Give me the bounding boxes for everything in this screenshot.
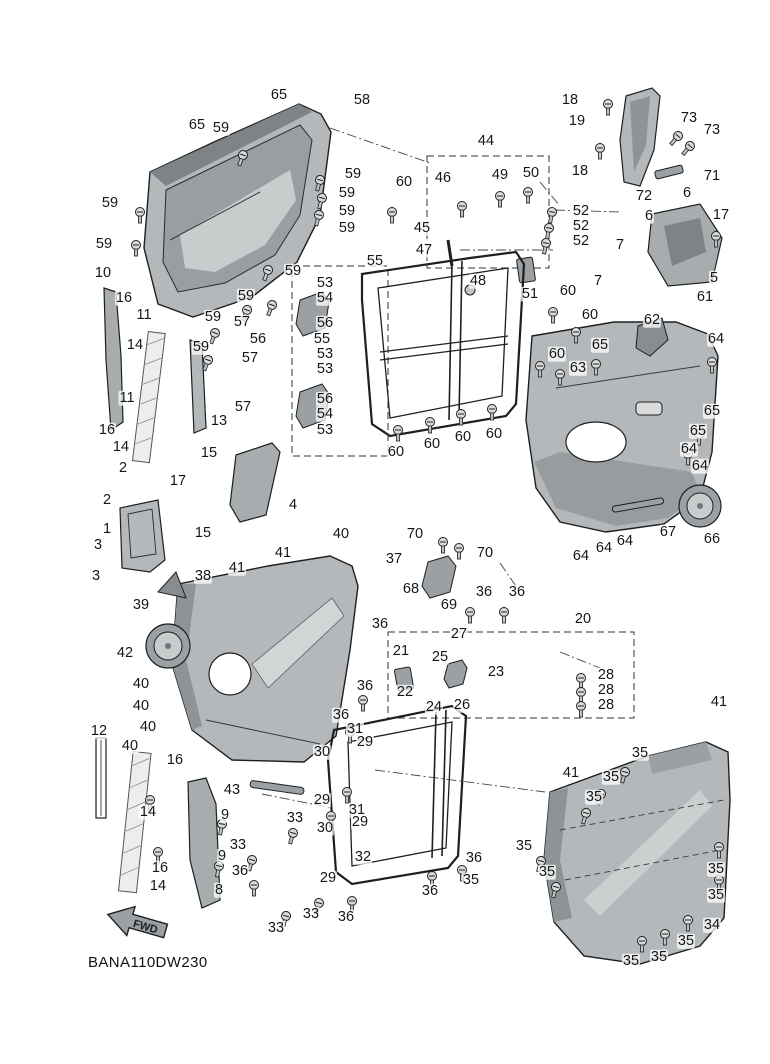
hatched-strip-lower <box>117 750 152 894</box>
panel-lower-right <box>543 741 731 965</box>
speaker-grille-right <box>678 484 722 528</box>
diagram-caption: BANA110DW230 <box>88 954 208 971</box>
trim-bar-43 <box>249 780 305 795</box>
speaker-grille-left <box>145 623 191 669</box>
window-frame-upper <box>360 250 526 438</box>
dashed-box-20 <box>387 631 635 719</box>
dashed-box-53 <box>291 265 389 457</box>
hatched-strip-upper <box>131 330 166 464</box>
fwd-arrow: FWD <box>106 905 169 939</box>
panel-upper-left <box>143 103 332 318</box>
cover-panel-4 <box>229 442 281 523</box>
cover-5 <box>647 203 723 287</box>
trim-strip-12 <box>95 737 107 819</box>
panel-mid-left <box>157 555 359 763</box>
trim-strip-10 <box>103 287 124 432</box>
trim-strip-13 <box>189 339 207 434</box>
trim-strip-8 <box>187 777 221 909</box>
hinge-cluster-68 <box>421 555 457 599</box>
dashed-box-44 <box>426 155 550 296</box>
bracket-1 <box>119 499 166 573</box>
bracket-top-right <box>619 87 684 187</box>
